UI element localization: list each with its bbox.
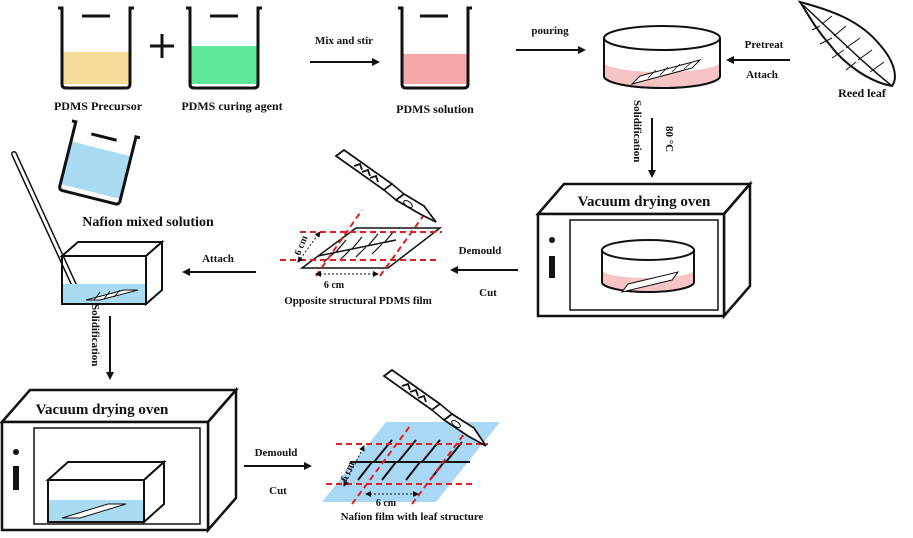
nafion-mixed-solution-label: Nafion mixed solution bbox=[82, 215, 214, 230]
vacuum-oven-top-label: Vacuum drying oven bbox=[578, 194, 711, 210]
pdms-curing-agent-label: PDMS curing agent bbox=[181, 99, 282, 113]
petri-dish-icon bbox=[603, 25, 721, 89]
nafion-film-icon bbox=[322, 422, 500, 505]
solidification-top-label: Solidification bbox=[631, 100, 643, 162]
beaker-curing-agent-icon bbox=[186, 6, 262, 90]
solidification-left-label: Solidification bbox=[89, 304, 101, 366]
precursor-liquid bbox=[62, 52, 130, 84]
cut-bottom-label: Cut bbox=[269, 485, 287, 497]
pdms-liquid bbox=[402, 54, 468, 84]
oven-handle bbox=[549, 256, 555, 278]
nafion-film-label: Nafion film with leaf structure bbox=[341, 511, 484, 523]
oven-handle bbox=[13, 466, 19, 490]
pretreat-label: Pretreat bbox=[745, 39, 784, 51]
attach-leaf-label: Attach bbox=[746, 69, 778, 81]
reed-leaf-label: Reed leaf bbox=[838, 86, 887, 100]
dim-horizontal-top-label: 6 cm bbox=[324, 280, 345, 291]
cut-top-label: Cut bbox=[479, 287, 497, 299]
beaker-pdms-solution-icon bbox=[398, 6, 472, 90]
glass-rod-icon bbox=[11, 151, 83, 301]
beaker-nafion-icon bbox=[58, 119, 141, 206]
scalpel-top-icon bbox=[334, 148, 437, 223]
pdms-solution-label: PDMS solution bbox=[396, 102, 474, 116]
demould-bottom-label: Demould bbox=[255, 447, 298, 459]
plus-icon bbox=[150, 34, 174, 58]
pdms-film-icon bbox=[280, 209, 443, 277]
mix-and-stir-label: Mix and stir bbox=[315, 35, 373, 47]
dim-horizontal-bottom-label: 6 cm bbox=[376, 498, 397, 509]
scalpel-bottom-icon bbox=[382, 368, 487, 447]
beaker-precursor-icon bbox=[58, 6, 134, 90]
attach-middle-label: Attach bbox=[202, 253, 234, 265]
mold-box-icon bbox=[59, 239, 165, 307]
dim-vertical-top-label: 6 cm bbox=[293, 234, 311, 258]
curing-liquid bbox=[190, 46, 258, 84]
pouring-label: pouring bbox=[531, 25, 569, 37]
oven-knob bbox=[13, 449, 19, 455]
vacuum-oven-bottom-label: Vacuum drying oven bbox=[36, 402, 169, 418]
vacuum-oven-top-icon bbox=[535, 180, 753, 320]
demould-top-label: Demould bbox=[459, 245, 502, 257]
reed-leaf-icon bbox=[797, 0, 896, 88]
oven-knob bbox=[549, 237, 555, 243]
temperature-label: 80 °C bbox=[663, 126, 675, 152]
vacuum-oven-bottom-icon bbox=[0, 386, 239, 534]
opposite-film-label: Opposite structural PDMS film bbox=[284, 295, 432, 307]
pdms-precursor-label: PDMS Precursor bbox=[54, 99, 143, 113]
